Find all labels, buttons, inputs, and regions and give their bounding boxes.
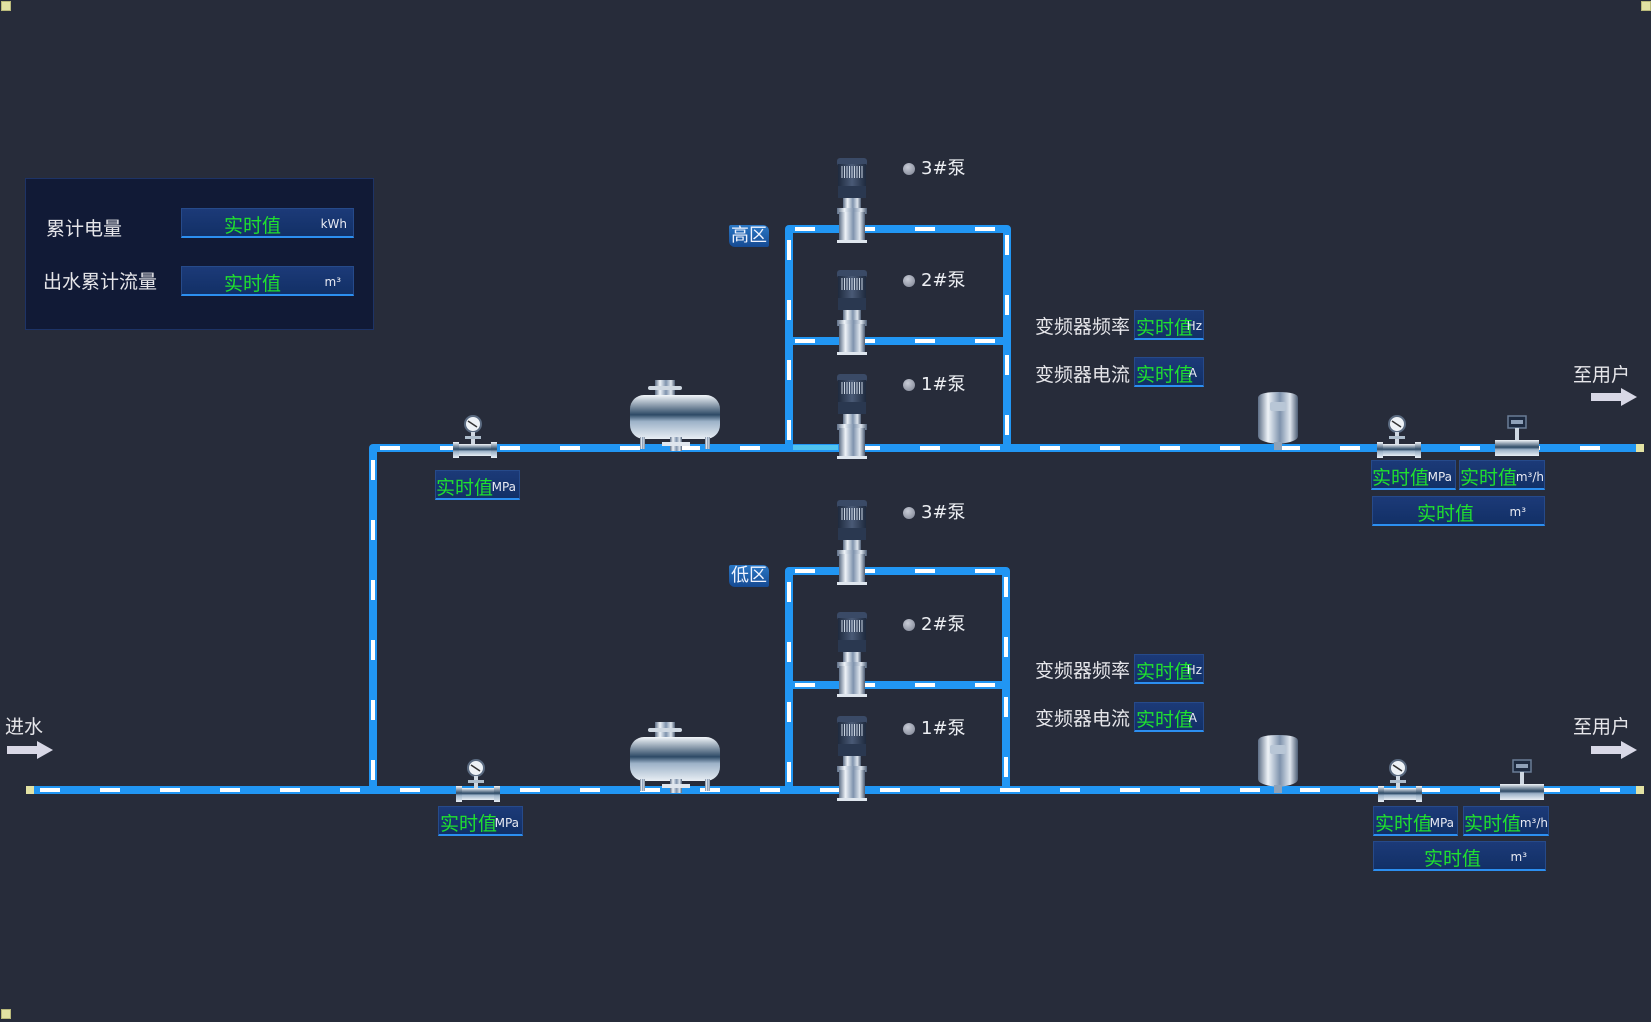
status-dot-icon bbox=[903, 379, 915, 391]
high-vfd-frequency-value: 实时值 bbox=[1136, 317, 1194, 339]
high-outlet-arrow-icon bbox=[1591, 388, 1637, 406]
pressure-tank-icon bbox=[630, 722, 720, 793]
high-vfd-current-unit: A bbox=[1188, 366, 1197, 380]
high-outlet-total-box: 实时值 m³ bbox=[1372, 496, 1545, 526]
low-pump-1-status: 1#泵 bbox=[903, 714, 966, 740]
high-outlet-flow-value: 实时值 bbox=[1460, 467, 1518, 489]
low-inlet-pressure-unit: MPa bbox=[494, 816, 519, 830]
low-outlet-flow-unit: m³/h bbox=[1519, 816, 1548, 830]
high-vfd-frequency-label: 变频器频率 bbox=[1035, 316, 1131, 338]
buffer-tank-icon bbox=[1258, 392, 1298, 450]
low-vfd-current-unit: A bbox=[1188, 711, 1197, 725]
low-vfd-current-label: 变频器电流 bbox=[1035, 708, 1131, 730]
high-pump-2-status: 2#泵 bbox=[903, 266, 966, 292]
low-vfd-current-box: 实时值 A bbox=[1134, 702, 1204, 732]
low-zone-label: 低区 bbox=[729, 565, 769, 587]
low-outlet-label: 至用户 bbox=[1573, 716, 1631, 738]
low-outlet-flow-box: 实时值 m³/h bbox=[1463, 806, 1549, 836]
pipe-riser bbox=[369, 444, 1640, 790]
status-dot-icon bbox=[903, 163, 915, 175]
status-dot-icon bbox=[903, 723, 915, 735]
high-pump-3-status: 3#泵 bbox=[903, 154, 966, 180]
pump-icon bbox=[837, 612, 867, 697]
cumulative-energy-value: 实时值 bbox=[224, 215, 282, 237]
high-zone-label: 高区 bbox=[729, 225, 769, 247]
low-pump-2-status: 2#泵 bbox=[903, 610, 966, 636]
pressure-gauge-icon bbox=[1377, 415, 1421, 458]
status-dot-icon bbox=[903, 275, 915, 287]
cumulative-energy-unit: kWh bbox=[320, 217, 347, 231]
high-inlet-pressure-value: 实时值 bbox=[436, 477, 494, 499]
buffer-tank-icon bbox=[1258, 735, 1298, 793]
pressure-gauge-icon bbox=[456, 759, 500, 802]
status-dot-icon bbox=[903, 619, 915, 631]
low-outlet-flow-value: 实时值 bbox=[1464, 813, 1522, 835]
low-vfd-frequency-box: 实时值 Hz bbox=[1134, 654, 1204, 684]
pump-icon bbox=[837, 158, 867, 243]
high-outlet-flow-unit: m³/h bbox=[1515, 470, 1544, 484]
flowmeter-icon bbox=[1500, 759, 1544, 800]
low-vfd-current-value: 实时值 bbox=[1136, 709, 1194, 731]
high-outlet-pressure-unit: MPa bbox=[1427, 470, 1452, 484]
cumulative-energy-label: 累计电量 bbox=[46, 218, 123, 240]
cumulative-outflow-value: 实时值 bbox=[224, 273, 282, 295]
high-outlet-pressure-box: 实时值 MPa bbox=[1371, 460, 1456, 490]
corner-marker bbox=[1, 1009, 11, 1019]
low-outlet-arrow-icon bbox=[1591, 741, 1637, 759]
high-vfd-current-value: 实时值 bbox=[1136, 364, 1194, 386]
high-vfd-current-label: 变频器电流 bbox=[1035, 364, 1131, 386]
high-outlet-total-value: 实时值 bbox=[1417, 503, 1475, 525]
high-vfd-frequency-unit: Hz bbox=[1186, 319, 1202, 333]
high-outlet-label: 至用户 bbox=[1573, 364, 1631, 386]
inlet-label: 进水 bbox=[5, 716, 44, 738]
pump-icon bbox=[837, 374, 867, 459]
high-inlet-pressure-box: 实时值 MPa bbox=[435, 470, 520, 500]
summary-panel: 累计电量 实时值 kWh 出水累计流量 实时值 m³ bbox=[25, 178, 374, 330]
low-outlet-total-value: 实时值 bbox=[1424, 848, 1482, 870]
high-outlet-pressure-value: 实时值 bbox=[1372, 467, 1430, 489]
flowmeter-icon bbox=[1495, 415, 1539, 456]
pressure-gauge-icon bbox=[453, 415, 497, 458]
low-inlet-pressure-box: 实时值 MPa bbox=[438, 806, 523, 836]
status-dot-icon bbox=[903, 507, 915, 519]
pipe-low-manifold bbox=[785, 567, 1010, 790]
low-outlet-pressure-box: 实时值 MPa bbox=[1373, 806, 1458, 836]
cumulative-outflow-value-box: 实时值 m³ bbox=[181, 266, 354, 296]
pump-icon bbox=[837, 500, 867, 585]
high-inlet-pressure-unit: MPa bbox=[491, 480, 516, 494]
pressure-tank-icon bbox=[630, 380, 720, 451]
low-outlet-pressure-unit: MPa bbox=[1429, 816, 1454, 830]
low-vfd-frequency-unit: Hz bbox=[1186, 663, 1202, 677]
pipe-high-manifold bbox=[785, 225, 1011, 448]
pressure-gauge-icon bbox=[1378, 759, 1422, 802]
low-vfd-frequency-value: 实时值 bbox=[1136, 661, 1194, 683]
cumulative-outflow-label: 出水累计流量 bbox=[43, 271, 158, 293]
inlet-arrow-icon bbox=[7, 741, 53, 759]
low-outlet-pressure-value: 实时值 bbox=[1375, 813, 1433, 835]
cumulative-energy-value-box: 实时值 kWh bbox=[181, 208, 354, 238]
low-inlet-pressure-value: 实时值 bbox=[440, 813, 498, 835]
pump-icon bbox=[837, 270, 867, 355]
low-pump-3-status: 3#泵 bbox=[903, 498, 966, 524]
high-vfd-current-box: 实时值 A bbox=[1134, 357, 1204, 387]
high-outlet-flow-box: 实时值 m³/h bbox=[1459, 460, 1545, 490]
high-pump-1-status: 1#泵 bbox=[903, 370, 966, 396]
low-vfd-frequency-label: 变频器频率 bbox=[1035, 660, 1131, 682]
high-outlet-total-unit: m³ bbox=[1509, 505, 1527, 519]
corner-marker bbox=[1, 1, 11, 11]
cumulative-outflow-unit: m³ bbox=[324, 275, 342, 289]
low-outlet-total-unit: m³ bbox=[1510, 850, 1528, 864]
pump-icon bbox=[837, 716, 867, 801]
low-outlet-total-box: 实时值 m³ bbox=[1373, 841, 1546, 871]
high-vfd-frequency-box: 实时值 Hz bbox=[1134, 310, 1204, 340]
